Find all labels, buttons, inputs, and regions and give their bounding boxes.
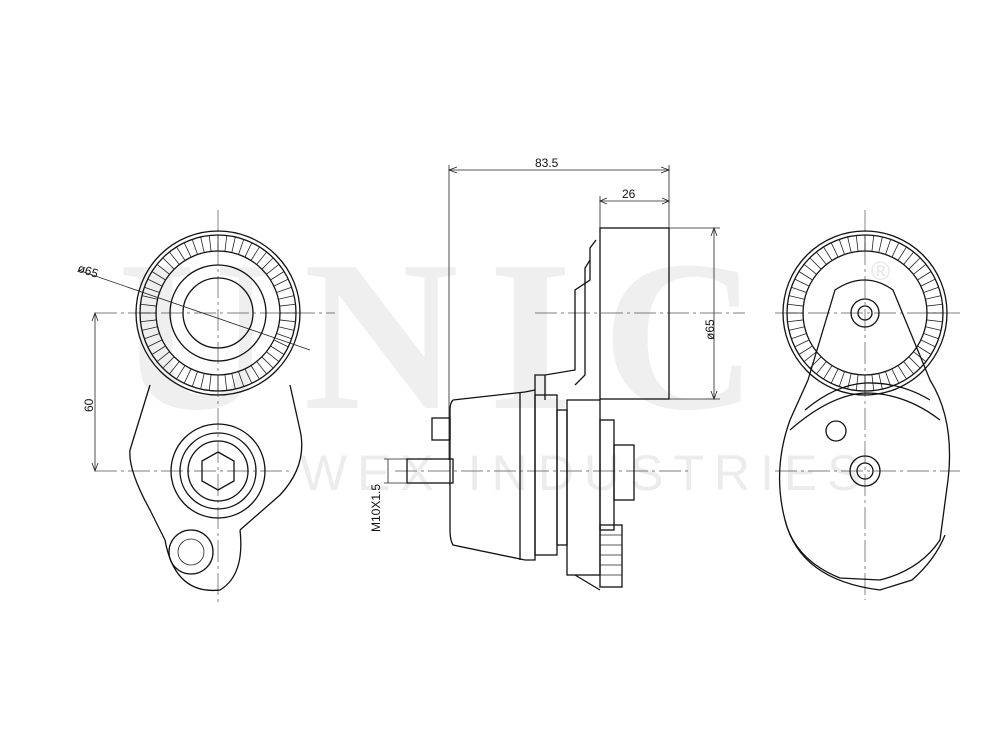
rear-view <box>775 210 960 600</box>
dimension-pulley-width: 26 <box>622 187 636 201</box>
dimension-overall-length: 83.5 <box>535 156 559 170</box>
dimension-thread: M10X1.5 <box>369 483 383 532</box>
watermark-subtitle: WEX INDUSTRIES <box>300 445 871 501</box>
watermark-registered-icon: ® <box>871 256 891 286</box>
dimension-center-distance: 60 <box>82 398 96 412</box>
dimension-pulley-diameter-side: ø65 <box>703 319 717 340</box>
watermark-brand: UNIC <box>118 216 788 455</box>
front-view <box>77 210 335 605</box>
side-view <box>384 165 745 591</box>
